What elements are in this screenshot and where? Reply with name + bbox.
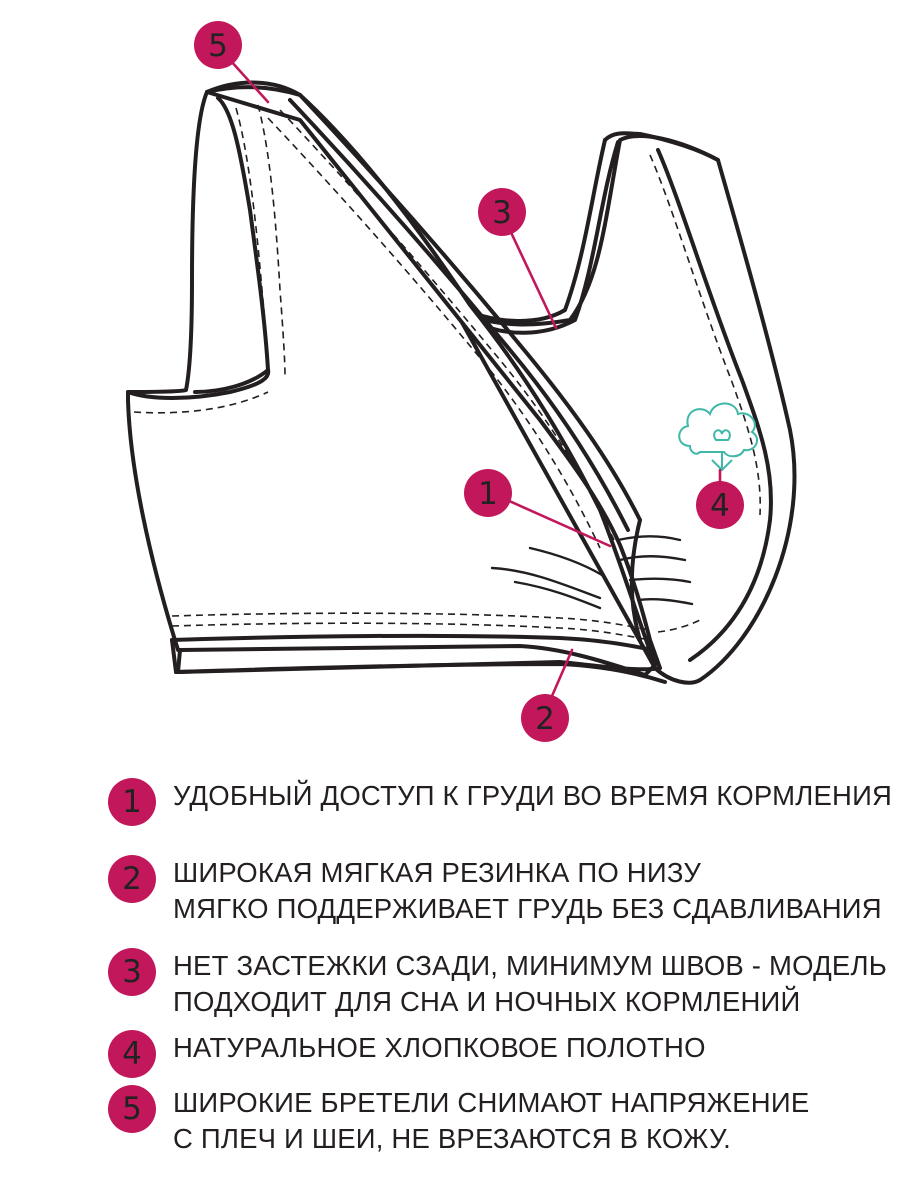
crossover-stitch-1 [279, 109, 615, 541]
marker-1-label: 1 [478, 476, 498, 512]
marker-5: 5 [194, 21, 242, 69]
legend-item-5: 5 ШИРОКИЕ БРЕТЕЛИ СНИМАЮТ НАПРЯЖЕНИЕ С П… [108, 1085, 809, 1157]
band-stitch-2 [171, 622, 651, 641]
cotton-petals [713, 429, 731, 441]
right-band-stitch [657, 619, 701, 633]
gather-right-4 [636, 598, 694, 606]
legend-text-4: НАТУРАЛЬНОЕ ХЛОПКОВОЕ ПОЛОТНО [173, 1030, 706, 1066]
gather-left-3 [528, 546, 604, 577]
marker-1: 1 [464, 469, 512, 517]
legend-badge-1: 1 [108, 778, 156, 826]
legend-line: ШИРОКАЯ МЯГКАЯ РЕЗИНКА ПО НИЗУ [173, 857, 701, 888]
legend-line: ПОДХОДИТ ДЛЯ СНА И НОЧНЫХ КОРМЛЕНИЙ [173, 986, 801, 1017]
legend-line: УДОБНЫЙ ДОСТУП К ГРУДИ ВО ВРЕМЯ КОРМЛЕНИ… [173, 780, 893, 811]
marker-2-label: 2 [535, 701, 555, 737]
legend-line: НАТУРАЛЬНОЕ ХЛОПКОВОЕ ПОЛОТНО [173, 1032, 706, 1063]
marker-3-label: 3 [492, 195, 512, 231]
front-panel [176, 80, 662, 677]
legend-item-4: 4 НАТУРАЛЬНОЕ ХЛОПКОВОЕ ПОЛОТНО [108, 1030, 706, 1078]
right-side-inner [656, 148, 773, 662]
markers: 1 2 3 4 5 [194, 21, 744, 742]
crossover-edge [298, 93, 642, 522]
underband-bottom [174, 662, 667, 684]
underband-top [170, 633, 654, 652]
legend-line: ШИРОКИЕ БРЕТЕЛИ СНИМАЮТ НАПРЯЖЕНИЕ [173, 1087, 810, 1118]
legend-line: НЕТ ЗАСТЕЖКИ СЗАДИ, МИНИМУМ ШВОВ - МОДЕЛ… [173, 950, 887, 981]
leader-2 [550, 648, 574, 698]
legend-item-2: 2 ШИРОКАЯ МЯГКАЯ РЕЗИНКА ПО НИЗУ МЯГКО П… [108, 855, 882, 927]
legend-badge-2: 2 [108, 855, 156, 903]
leader-lines [228, 58, 722, 698]
marker-3: 3 [478, 188, 526, 236]
right-strap-top [603, 131, 720, 162]
gather-right-3 [628, 577, 692, 584]
gather-right-1 [616, 535, 682, 542]
legend-line: МЯГКО ПОДДЕРЖИВАЕТ ГРУДЬ БЕЗ СДАВЛИВАНИЯ [173, 893, 882, 924]
bra-diagram: 1 2 3 4 5 [126, 21, 797, 742]
left-strap-inner [193, 96, 270, 394]
legend-item-1: 1 УДОБНЫЙ ДОСТУП К ГРУДИ ВО ВРЕМЯ КОРМЛЕ… [108, 778, 892, 826]
right-strap-stitch [649, 154, 762, 516]
cotton-leaf [711, 459, 733, 472]
left-armhole [126, 368, 271, 400]
bra-outline [126, 80, 797, 685]
marker-2: 2 [521, 694, 569, 742]
legend-badge-5: 5 [108, 1085, 156, 1133]
underband-left [170, 638, 178, 674]
marker-4-label: 4 [710, 488, 730, 524]
legend-text-5: ШИРОКИЕ БРЕТЕЛИ СНИМАЮТ НАПРЯЖЕНИЕ С ПЛЕ… [173, 1085, 809, 1157]
stitching [133, 104, 762, 641]
gather-left-1 [490, 566, 602, 600]
left-strap-outer [126, 90, 209, 652]
legend-badge-3: 3 [108, 948, 156, 996]
crossover-stitch-2 [267, 117, 601, 549]
left-strap-stitch-outer [235, 107, 269, 373]
gather-left-2 [513, 580, 602, 610]
legend-badge-4: 4 [108, 1030, 156, 1078]
gathers [490, 535, 694, 610]
leader-3 [506, 224, 558, 330]
gather-right-2 [618, 555, 687, 562]
legend-text-1: УДОБНЫЙ ДОСТУП К ГРУДИ ВО ВРЕМЯ КОРМЛЕНИ… [173, 778, 892, 814]
marker-5-label: 5 [208, 28, 228, 64]
legend-item-3: 3 НЕТ ЗАСТЕЖКИ СЗАДИ, МИНИМУМ ШВОВ - МОД… [108, 948, 887, 1020]
marker-4: 4 [696, 481, 744, 529]
left-strap-stitch-inner [257, 104, 286, 377]
legend-text-3: НЕТ ЗАСТЕЖКИ СЗАДИ, МИНИМУМ ШВОВ - МОДЕЛ… [173, 948, 887, 1020]
leader-5 [228, 58, 270, 104]
armhole-stitch [133, 391, 269, 414]
crossover-inner [288, 98, 630, 532]
legend-line: С ПЛЕЧ И ШЕИ, НЕ ВРЕЗАЮТСЯ В КОЖУ. [173, 1123, 731, 1154]
band-stitch-1 [171, 612, 651, 631]
leader-1 [505, 498, 612, 548]
legend-text-2: ШИРОКАЯ МЯГКАЯ РЕЗИНКА ПО НИЗУ МЯГКО ПОД… [173, 855, 882, 927]
cotton-cloud [678, 402, 759, 458]
cotton-flower-icon [678, 402, 759, 472]
